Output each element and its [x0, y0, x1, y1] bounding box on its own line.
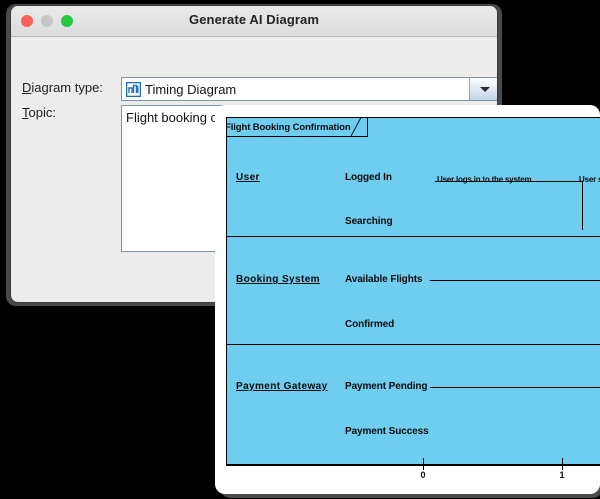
state-label-payment-success: Payment Success — [345, 426, 429, 437]
diagram-preview-window: Flight Booking Confirmation User Logged … — [215, 105, 600, 494]
time-axis-tick-label-0: 0 — [420, 470, 426, 480]
frame-tab-corner — [348, 118, 367, 136]
diagram-type-label-rest: iagram type: — [31, 80, 103, 95]
window-title: Generate AI Diagram — [188, 12, 320, 27]
time-axis-line — [226, 465, 600, 466]
diagram-type-label: Diagram type: — [22, 80, 103, 95]
lane-user — [227, 137, 600, 237]
timing-diagram-icon — [125, 81, 142, 97]
message-path-1 — [435, 181, 583, 230]
message-label-user-logs-in: User logs in to the system — [437, 175, 532, 184]
state-line-payment-pending — [430, 387, 600, 388]
lane-payment-gateway — [227, 345, 600, 466]
state-label-logged-in: Logged In — [345, 172, 392, 183]
lane-label-user: User — [236, 172, 260, 183]
state-line-available-flights — [430, 280, 600, 281]
diagram-frame: Flight Booking Confirmation User Logged … — [226, 117, 600, 465]
time-axis-tick-0 — [423, 458, 424, 470]
maximize-window-button[interactable] — [61, 15, 73, 27]
diagram-type-combobox[interactable]: Timing Diagram — [121, 77, 497, 101]
state-label-searching: Searching — [345, 216, 393, 227]
lane-booking-system — [227, 237, 600, 345]
close-window-button[interactable] — [21, 15, 33, 27]
diagram-type-label-mnemonic: D — [22, 80, 32, 95]
topic-label-rest: opic: — [28, 105, 56, 120]
diagram-canvas: Flight Booking Confirmation User Logged … — [226, 117, 600, 494]
lane-label-booking-system: Booking System — [236, 274, 320, 285]
state-label-available-flights: Available Flights — [345, 274, 423, 285]
topic-label-mnemonic: T — [22, 105, 29, 120]
lane-label-payment-gateway: Payment Gateway — [236, 381, 328, 392]
diagram-frame-tab: Flight Booking Confirmation — [227, 118, 368, 137]
diagram-frame-title: Flight Booking Confirmation — [227, 121, 351, 133]
minimize-window-button[interactable] — [41, 15, 53, 27]
message-label-user-searches: User sea — [579, 175, 600, 184]
time-axis-tick-1 — [562, 458, 563, 470]
state-label-payment-pending: Payment Pending — [345, 381, 428, 392]
dialog-titlebar[interactable]: Generate AI Diagram — [11, 6, 497, 37]
diagram-type-value: Timing Diagram — [145, 81, 237, 97]
chevron-down-icon — [480, 86, 490, 92]
state-label-confirmed: Confirmed — [345, 319, 395, 330]
topic-label: Topic: — [22, 105, 56, 120]
diagram-type-dropdown-button[interactable] — [469, 78, 497, 100]
time-axis-tick-label-1: 1 — [559, 470, 565, 480]
